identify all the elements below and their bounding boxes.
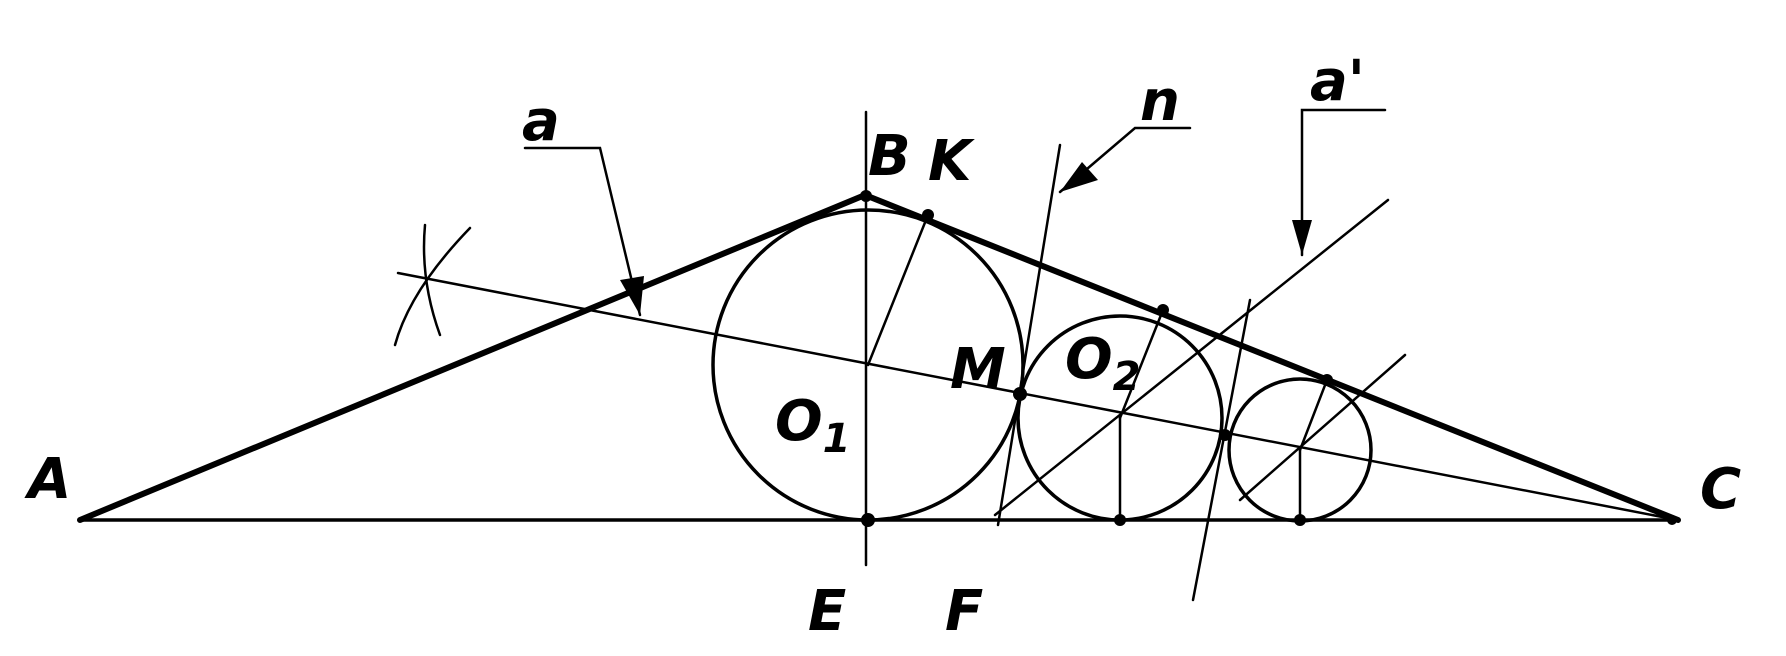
label-a-prime-line: a' — [1310, 49, 1365, 114]
point-k — [922, 209, 934, 221]
label-c-vertex: C — [1700, 457, 1741, 522]
arrow-a — [620, 276, 644, 315]
construction-arc-2 — [422, 223, 442, 337]
label-o1-sub: 1 — [823, 416, 851, 462]
label-b-vertex: B — [868, 124, 911, 189]
point-b — [860, 190, 872, 202]
side-ab — [77, 192, 868, 523]
label-f: F — [945, 579, 983, 644]
line-a-prime — [993, 198, 1390, 517]
label-e: E — [808, 579, 846, 644]
tangent-line-second — [1191, 298, 1252, 602]
label-a-vertex: A — [24, 447, 71, 512]
leader-a-prime — [1300, 108, 1387, 257]
bisector-line — [396, 271, 1680, 522]
side-bc — [862, 192, 1681, 523]
arrow-a-prime — [1292, 220, 1312, 255]
line-parallel-o3 — [1238, 353, 1407, 502]
label-o1: O1 — [775, 389, 850, 462]
label-o2-sub: 2 — [1113, 354, 1141, 400]
point-contact-o2-ac — [1114, 514, 1126, 526]
leader-a — [523, 146, 642, 317]
point-contact-o2-bc — [1157, 304, 1169, 316]
tangent-line-n — [996, 143, 1062, 527]
point-c — [1667, 515, 1677, 525]
radius-o3-top — [1298, 378, 1329, 452]
label-a-line: a — [522, 89, 560, 154]
radius-o2-top — [1118, 308, 1165, 420]
label-o2-main: O — [1065, 327, 1113, 392]
label-n-line: n — [1140, 69, 1180, 134]
arrow-n — [1060, 162, 1098, 192]
point-e — [861, 513, 875, 527]
point-contact-o3-ac — [1294, 514, 1306, 526]
label-o1-main: O — [775, 389, 823, 454]
label-m: M — [950, 337, 1006, 402]
label-k: K — [928, 129, 975, 194]
label-o2: O2 — [1065, 327, 1140, 400]
point-contact-o2-o3 — [1219, 429, 1231, 441]
point-m — [1013, 387, 1027, 401]
construction-arc-1 — [393, 226, 472, 347]
point-contact-o3-bc — [1321, 374, 1333, 386]
radius-o1k — [866, 213, 930, 367]
